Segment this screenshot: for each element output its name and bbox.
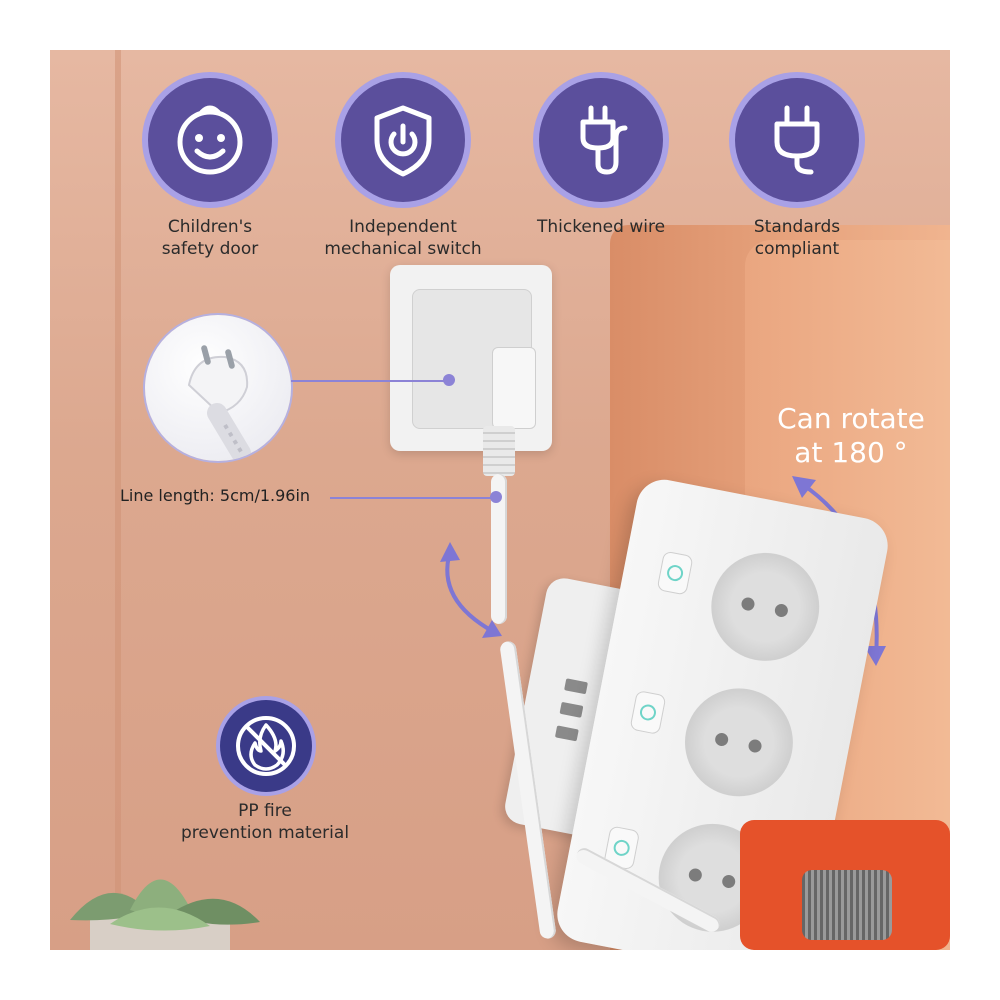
rotate-arrow-left-icon	[440, 542, 502, 638]
feature-label: Independent mechanical switch	[324, 217, 482, 259]
shield-power-icon	[341, 78, 465, 202]
power-cable	[491, 474, 507, 624]
feature-label: Children's safety door	[161, 217, 259, 259]
pointer-dot	[443, 374, 455, 386]
outlet-switch	[656, 550, 694, 596]
outlet	[675, 679, 803, 806]
feature-mechanical-switch: Independent mechanical switch	[313, 78, 493, 260]
line-length-label: Line length: 5cm/1.96in	[120, 486, 311, 505]
no-fire-icon	[220, 700, 312, 792]
usb-port	[559, 701, 584, 718]
feature-label: Thickened wire	[536, 217, 666, 237]
radio-grille	[802, 870, 892, 940]
closeup-pointer-line	[291, 380, 449, 382]
wall-trim	[115, 50, 121, 950]
outlet	[701, 543, 829, 671]
rotate-label: Can rotate at 180 °	[777, 402, 925, 469]
baby-face-icon	[148, 78, 272, 202]
plug-icon	[735, 78, 859, 202]
usb-port	[554, 725, 579, 742]
plug-strain-relief	[483, 426, 515, 476]
outlet-switch	[629, 689, 667, 735]
plug-closeup	[145, 315, 291, 461]
plug-wire-icon	[539, 78, 663, 202]
background-radio	[740, 820, 950, 950]
product-photo: Children's safety door Independent mecha…	[50, 50, 950, 950]
feature-standards: Standards compliant	[707, 78, 887, 260]
fire-label: PP fire prevention material	[180, 801, 350, 843]
feature-safety-door: Children's safety door	[120, 78, 300, 260]
length-pointer-dot	[490, 491, 502, 503]
usb-port	[564, 678, 588, 695]
plugged-plug	[492, 347, 536, 429]
succulent-plant	[70, 879, 260, 950]
feature-thickened-wire: Thickened wire	[511, 78, 691, 238]
feature-label: Standards compliant	[753, 217, 841, 259]
length-pointer-line	[330, 497, 495, 499]
